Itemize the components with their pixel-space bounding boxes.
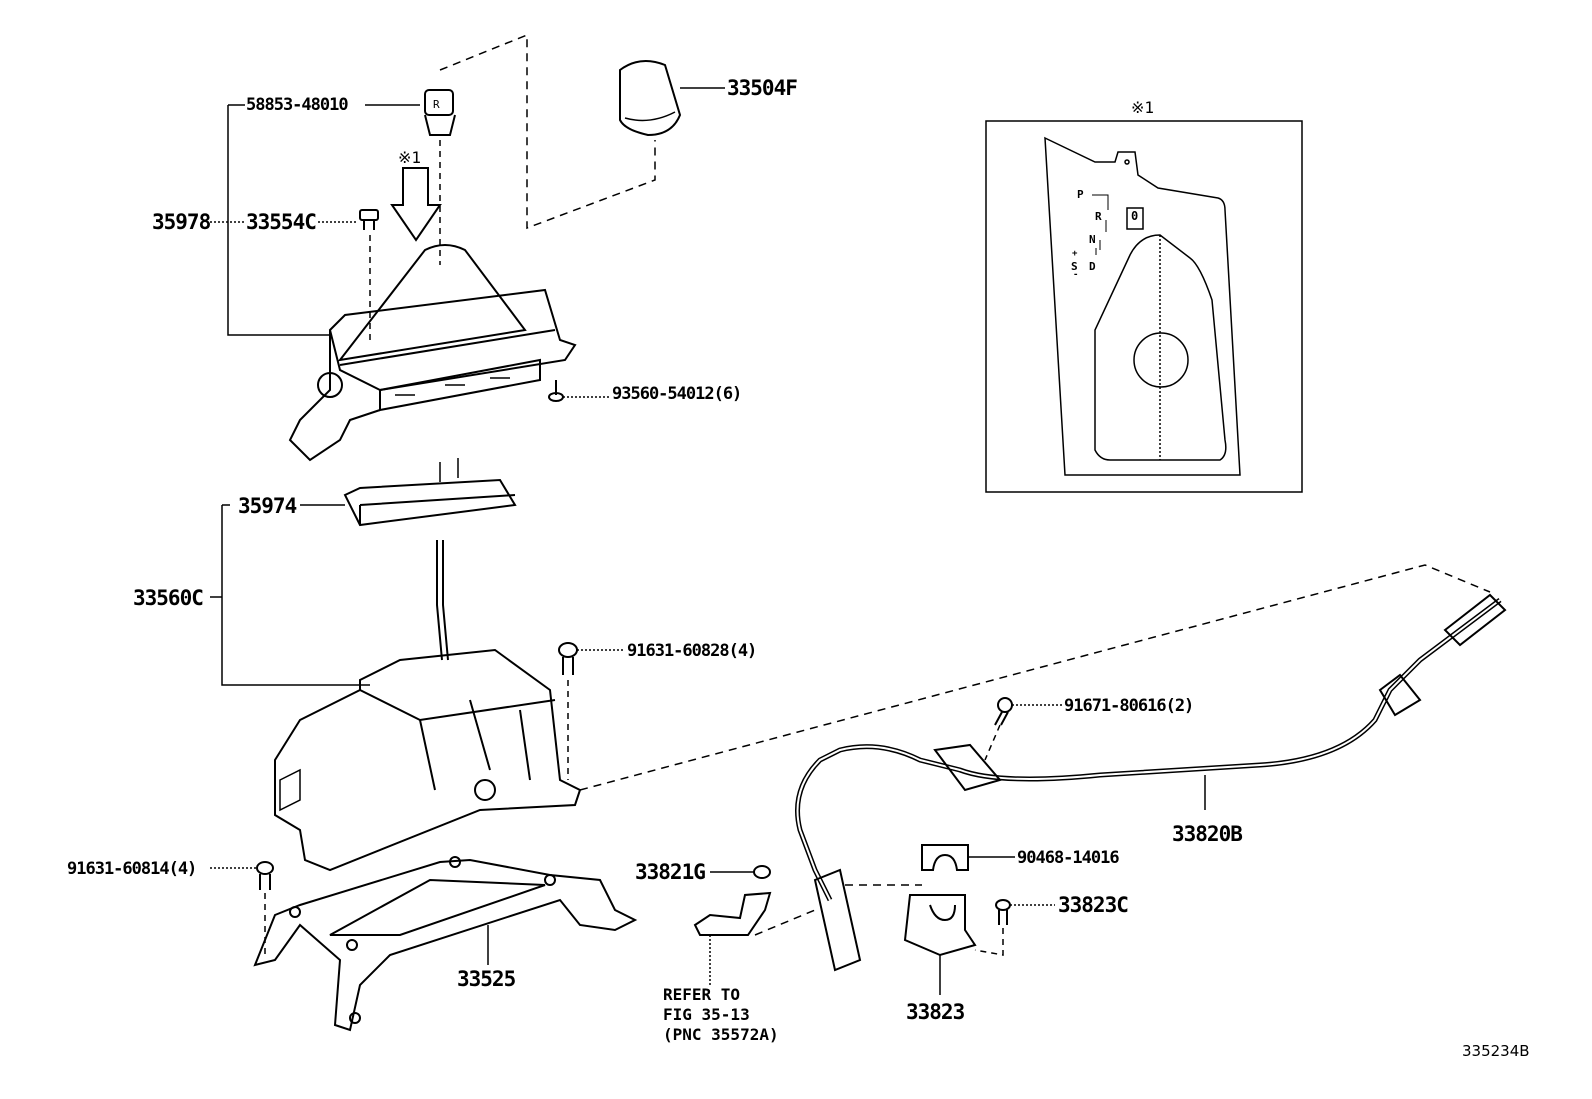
part-label-33820B[interactable]: 33820B	[1172, 822, 1243, 846]
indicator-plate-icon	[343, 458, 517, 527]
shift-plus: +	[1072, 249, 1078, 259]
part-label-33560C[interactable]: 33560C	[133, 586, 204, 610]
leader-35978	[227, 104, 330, 336]
figure-code: 335234B	[1462, 1042, 1530, 1060]
shift-d: D	[1089, 260, 1096, 273]
shift-s: S	[1071, 260, 1078, 273]
part-label-35974[interactable]: 35974	[238, 494, 297, 518]
shift-lever-icon	[436, 540, 449, 661]
shift-lock-button: 0	[1131, 209, 1139, 223]
inset-marker: ※1	[1131, 98, 1155, 117]
shift-r: R	[1095, 210, 1102, 223]
shift-knob-icon	[619, 60, 725, 137]
part-label-35978[interactable]: 35978	[152, 210, 211, 234]
shift-minus: -	[1073, 270, 1079, 280]
shift-n: N	[1089, 233, 1096, 246]
shift-cable-icon	[795, 593, 1507, 972]
base-bracket-icon	[253, 856, 638, 1032]
part-label-33554C[interactable]: 33554C	[246, 210, 317, 234]
svg-text:R: R	[433, 98, 440, 111]
note-marker: ※1	[398, 148, 422, 167]
arrow-down-icon	[390, 167, 442, 242]
nut-icon	[753, 865, 771, 879]
bolt-icon	[558, 642, 578, 675]
retainer-clip-icon	[921, 844, 969, 871]
part-label-33821G[interactable]: 33821G	[635, 860, 706, 884]
screw-icon	[548, 380, 564, 402]
bolt-icon-4	[256, 861, 274, 890]
cable-bracket-icon	[693, 891, 772, 936]
bolt-icon-2	[994, 697, 1013, 726]
part-label-33525[interactable]: 33525	[457, 967, 516, 991]
clip-icon	[359, 209, 379, 230]
shift-housing-icon	[288, 244, 577, 462]
inset-detail	[985, 120, 1303, 493]
part-label-33504F[interactable]: 33504F	[727, 76, 798, 100]
part-label-58853-48010[interactable]: 58853-48010	[246, 95, 349, 115]
part-label-91631-60828[interactable]: 91631-60828(4)	[627, 641, 757, 661]
part-label-91671-80616[interactable]: 91671-80616(2)	[1064, 696, 1194, 716]
part-label-93560-54012[interactable]: 93560-54012(6)	[612, 384, 742, 404]
cable-bracket-33823-icon	[903, 894, 977, 957]
part-label-90468-14016[interactable]: 90468-14016	[1017, 848, 1120, 868]
part-label-33823[interactable]: 33823	[906, 1000, 965, 1024]
reference-note: REFER TO FIG 35-13 (PNC 35572A)	[663, 985, 779, 1044]
bolt-icon-3	[995, 899, 1011, 925]
part-label-33823C[interactable]: 33823C	[1058, 893, 1129, 917]
bulb-socket-icon: R	[424, 89, 456, 136]
shift-base-icon	[274, 648, 582, 872]
shift-p: P	[1077, 188, 1084, 201]
part-label-91631-60814[interactable]: 91631-60814(4)	[67, 859, 197, 879]
